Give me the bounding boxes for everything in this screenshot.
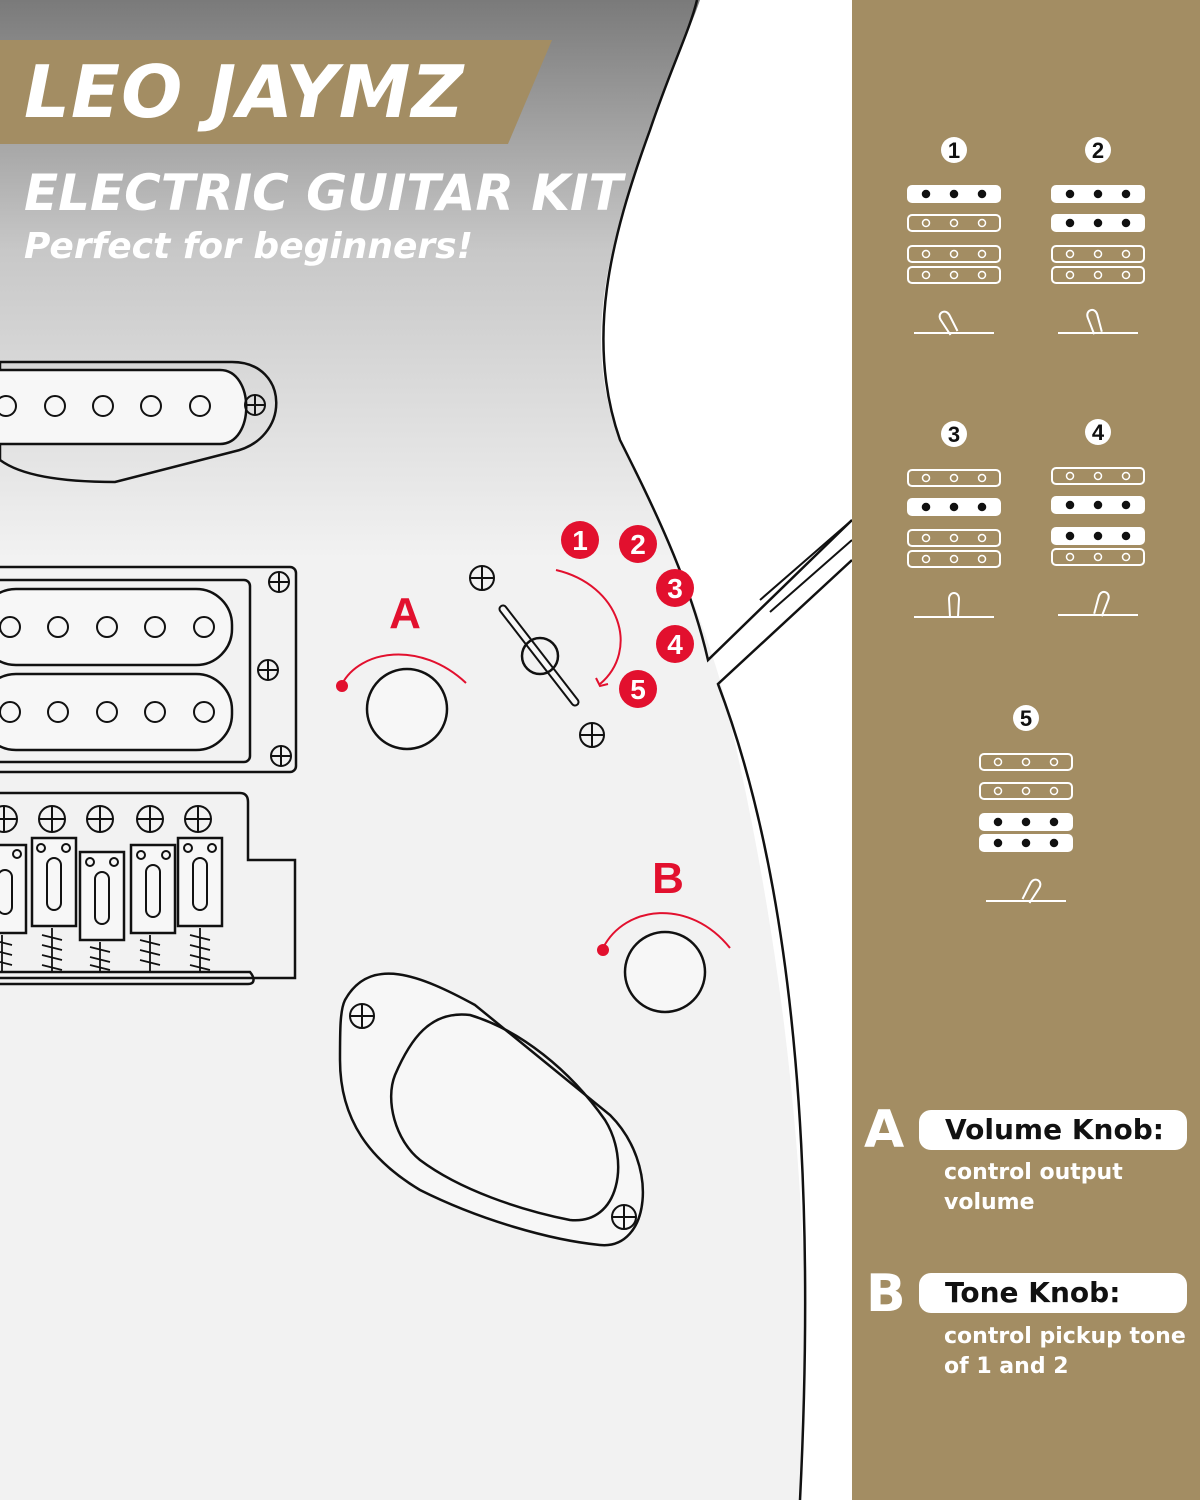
pickup-diagram-4: 4 <box>1051 419 1145 617</box>
switch-position-2: 2 <box>619 525 657 563</box>
legend-letter-a: A <box>864 1100 905 1160</box>
svg-text:4: 4 <box>1092 420 1105 445</box>
switch-position-1: 1 <box>561 521 599 559</box>
knob-a: A <box>336 589 467 751</box>
svg-text:1: 1 <box>948 138 960 163</box>
svg-text:2: 2 <box>1092 138 1104 163</box>
pickup-selector-switch <box>469 565 622 748</box>
svg-text:5: 5 <box>1020 706 1032 731</box>
switch-position-3: 3 <box>656 569 694 607</box>
svg-text:2: 2 <box>630 529 646 560</box>
svg-text:1: 1 <box>572 525 588 556</box>
side-panel <box>852 0 1200 1500</box>
legend-desc-tone: control pickup tone of 1 and 2 <box>944 1324 1186 1379</box>
knob-b: B <box>597 854 731 1014</box>
pickup-diagram-1: 1 <box>907 137 1001 336</box>
legend-letter-b: B <box>866 1264 906 1324</box>
svg-text:3: 3 <box>948 422 960 447</box>
page-title: ELECTRIC GUITAR KIT <box>24 164 623 222</box>
pickup-diagram-2: 2 <box>1051 137 1145 335</box>
legend-title-tone: Tone Knob: <box>919 1273 1187 1313</box>
svg-text:4: 4 <box>667 629 683 660</box>
bridge <box>0 791 297 986</box>
knob-a-label: A <box>389 589 421 638</box>
svg-text:5: 5 <box>630 674 646 705</box>
legend-desc-volume: control output volume <box>944 1160 1123 1215</box>
body-outline <box>602 0 853 1500</box>
neck-pickup <box>0 360 278 484</box>
brand-name: LEO JAYMZ <box>24 50 465 134</box>
legend-title-volume: Volume Knob: <box>919 1110 1187 1150</box>
switch-position-4: 4 <box>656 625 694 663</box>
switch-position-5: 5 <box>619 670 657 708</box>
neck-joint <box>759 519 853 613</box>
output-jack-plate <box>338 972 645 1247</box>
knob-b-label: B <box>652 854 684 903</box>
pickup-diagram-3: 3 <box>907 421 1001 618</box>
pickup-diagram-5: 5 <box>979 705 1073 904</box>
tagline: Perfect for beginners! <box>24 226 473 267</box>
outside-body-area <box>601 0 852 1500</box>
pickup-position-diagrams: 1 2 3 4 5 <box>907 137 1145 904</box>
switch-position-badges: 1 23 45 <box>561 521 694 708</box>
bridge-humbucker <box>0 565 298 774</box>
svg-text:3: 3 <box>667 573 683 604</box>
brand-banner <box>0 40 552 144</box>
